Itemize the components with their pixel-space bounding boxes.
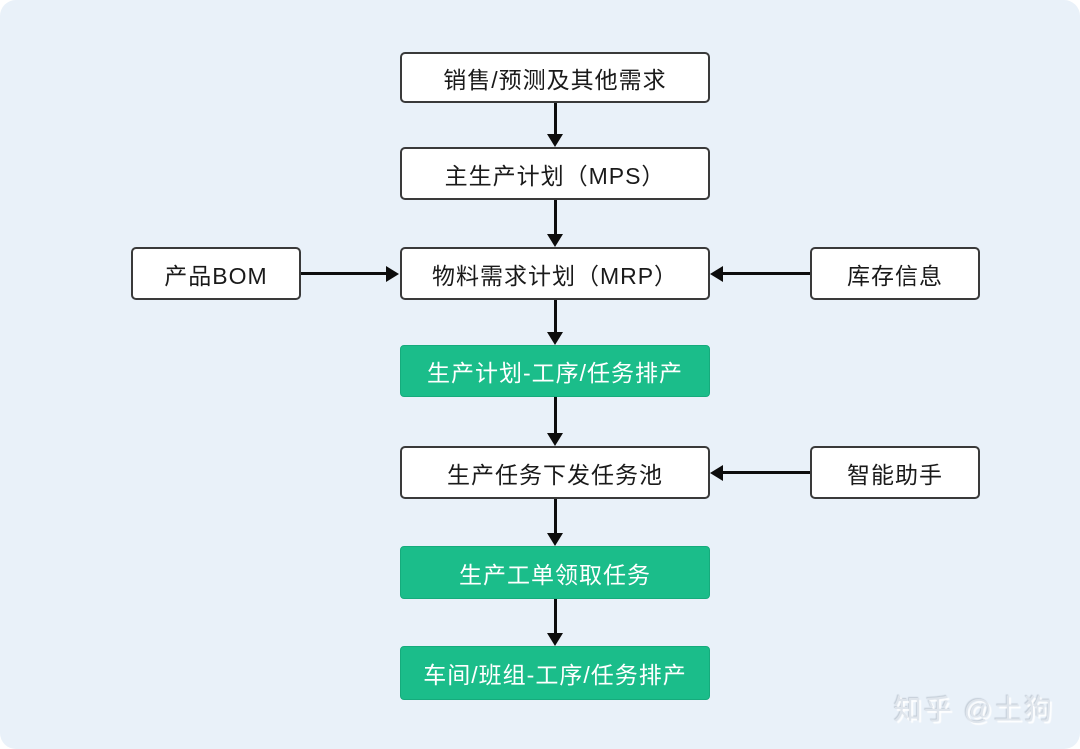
node-mps: 主生产计划（MPS）	[400, 147, 710, 200]
node-plan-scheduling-label: 生产计划-工序/任务排产	[426, 360, 684, 386]
node-smart-assistant-label: 智能助手	[847, 461, 943, 488]
node-product-bom-label: 产品BOM	[164, 262, 268, 289]
node-product-bom: 产品BOM	[131, 247, 301, 300]
node-sales-forecast-label: 销售/预测及其他需求	[443, 66, 667, 93]
node-task-pool-label: 生产任务下发任务池	[447, 461, 663, 488]
node-mrp-label: 物料需求计划（MRP）	[431, 262, 679, 289]
node-inventory-label: 库存信息	[847, 262, 943, 289]
node-workshop-scheduling-label: 车间/班组-工序/任务排产	[423, 662, 687, 688]
node-task-pool: 生产任务下发任务池	[400, 446, 710, 499]
node-workshop-scheduling: 车间/班组-工序/任务排产	[400, 646, 710, 700]
watermark-zhihu: 知乎 @土狗	[893, 694, 1054, 725]
node-inventory: 库存信息	[810, 247, 980, 300]
node-mps-label: 主生产计划（MPS）	[444, 162, 666, 189]
node-work-order-label: 生产工单领取任务	[459, 561, 651, 588]
node-mrp: 物料需求计划（MRP）	[400, 247, 710, 300]
node-work-order: 生产工单领取任务	[400, 546, 710, 599]
node-plan-scheduling: 生产计划-工序/任务排产	[400, 345, 710, 397]
node-sales-forecast: 销售/预测及其他需求	[400, 52, 710, 103]
node-smart-assistant: 智能助手	[810, 446, 980, 499]
